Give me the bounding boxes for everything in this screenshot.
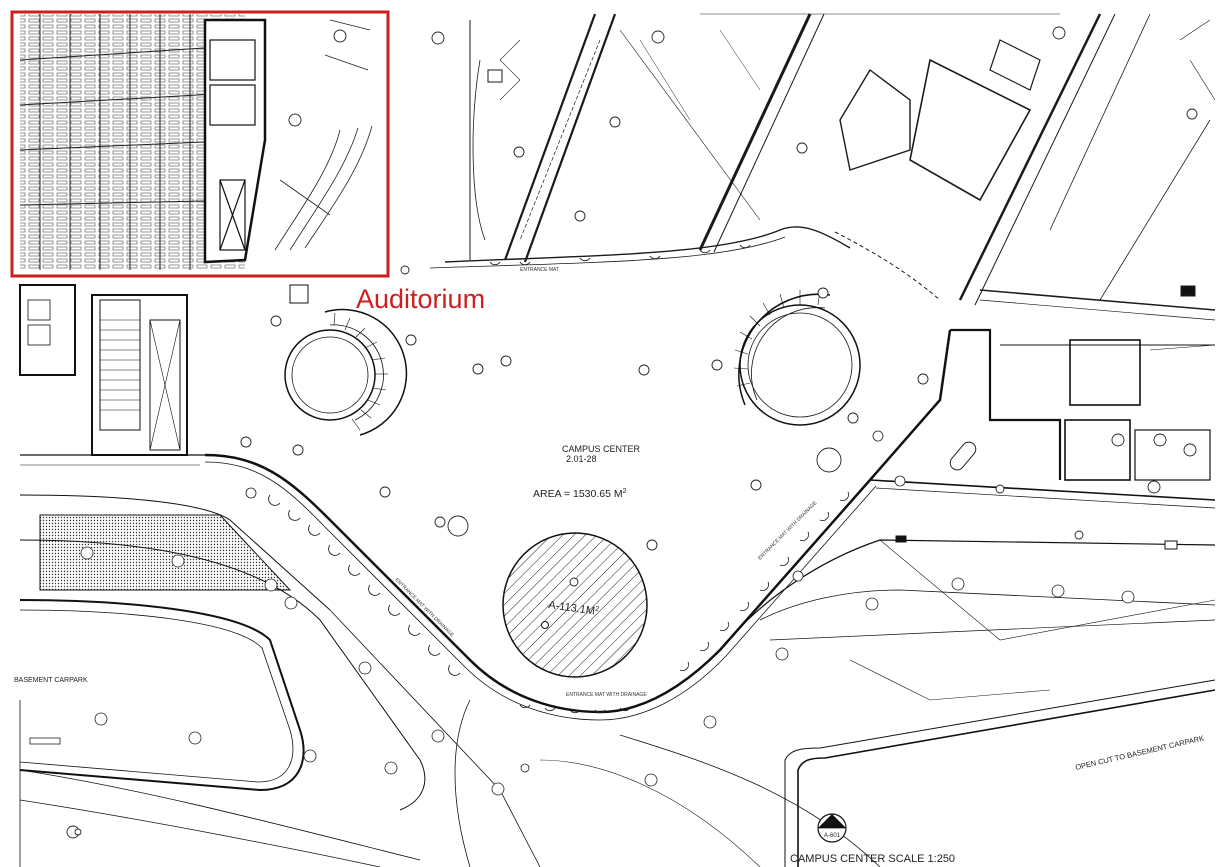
kiosk	[289, 284, 309, 304]
room-number: 2.01-28	[566, 454, 597, 464]
north-structure	[429, 13, 1216, 321]
entrance-mat-label-south: ENTRANCE MAT WITH DRAINAGE	[566, 692, 647, 698]
entrance-mat-label-east: ENTRANCE MAT WITH DRAINAGE	[757, 500, 819, 562]
spiral-stair-east	[733, 289, 861, 426]
entrance-mat-label-west: ENTRANCE MAT WITH DRAINAGE	[394, 577, 456, 639]
section-marker: SE A-601	[817, 813, 847, 843]
open-cut-label: OPEN CUT TO BASEMENT CARPARK	[1074, 734, 1204, 772]
hatched-circular-area	[502, 532, 648, 678]
plaza-boundary	[204, 329, 1216, 721]
room-label-group: CAMPUS CENTER 2.01-28 AREA = 1530.65 M2	[533, 444, 641, 500]
entrance-mat-scallops	[268, 244, 849, 714]
west-service-block	[19, 284, 205, 466]
room-area: AREA = 1530.65 M2	[533, 488, 627, 500]
auditorium-callout-label: Auditorium	[356, 284, 485, 314]
basement-carpark-label: BASEMENT CARPARK	[14, 677, 88, 684]
section-tag-top: SE	[826, 821, 834, 827]
bench-east	[949, 441, 977, 471]
plaza-columns	[66, 26, 1198, 839]
auditorium-callout-box	[10, 10, 390, 278]
east-offices	[950, 328, 1216, 481]
room-name: CAMPUS CENTER	[562, 444, 641, 454]
spiral-stair-west	[284, 308, 408, 436]
access-roads	[19, 494, 1216, 867]
column-tags	[80, 430, 1135, 796]
section-tag-bottom: A-601	[824, 833, 841, 839]
drawing-scale-title: CAMPUS CENTER SCALE 1:250	[790, 853, 955, 865]
auditorium-plan	[19, 14, 373, 270]
entrance-mat-label-north: ENTRANCE MAT	[520, 267, 559, 273]
